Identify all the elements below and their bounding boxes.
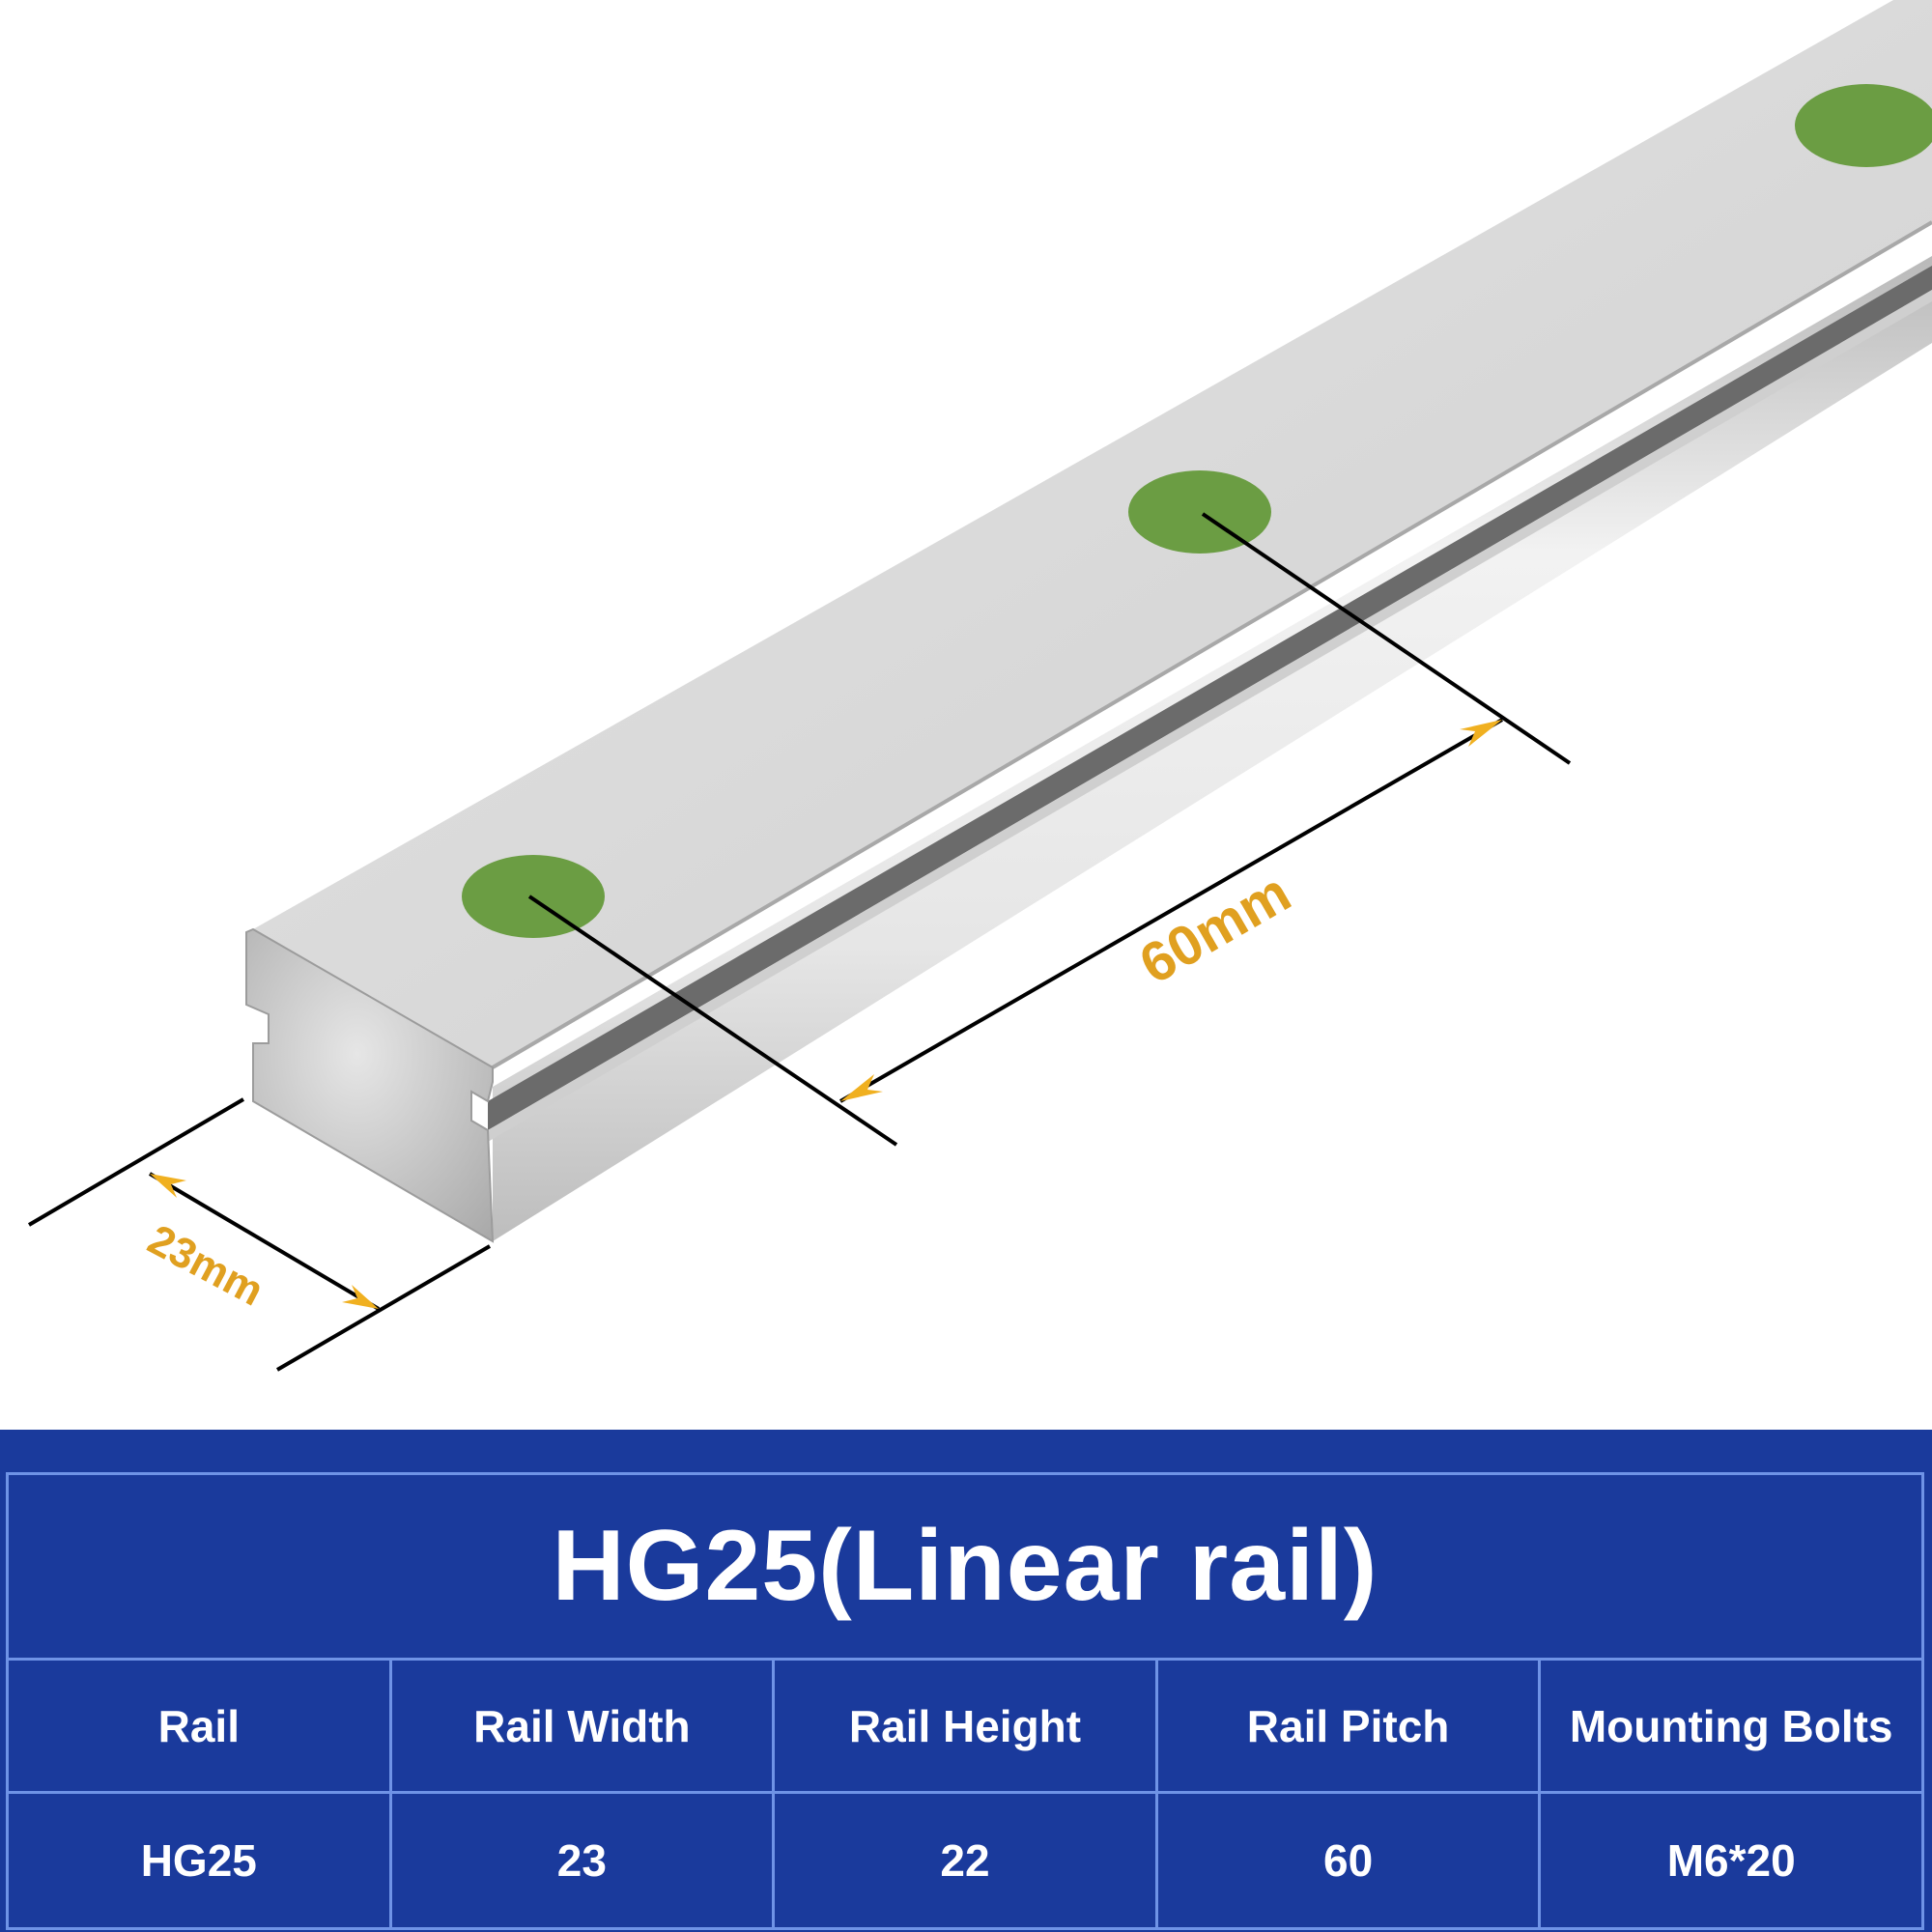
- spec-panel: HG25(Linear rail) Rail Rail Width Rail H…: [0, 1430, 1932, 1932]
- rail-pitch-label: 60mm: [1129, 861, 1301, 996]
- pitch-arrowhead: [1460, 720, 1502, 747]
- pitch-dimension-line: [839, 718, 1503, 1103]
- rail-width-label: 23mm: [140, 1216, 270, 1316]
- pitch-extension-line: [1201, 512, 1572, 765]
- cell-rail-width: 23: [388, 1791, 776, 1930]
- linear-rail-illustration: 60mm 23mm: [27, 0, 1932, 1372]
- header-rail-height: Rail Height: [772, 1658, 1158, 1795]
- width-extension-line: [275, 1244, 492, 1372]
- cell-rail-height: 22: [772, 1791, 1158, 1930]
- header-rail-pitch: Rail Pitch: [1154, 1658, 1542, 1795]
- rail-end-face: [245, 927, 495, 1243]
- table-row: HG25 23 22 60 M6*20: [6, 1791, 1924, 1930]
- mounting-hole: [462, 855, 605, 938]
- rail-top-face: [253, 0, 1932, 1067]
- rail-top-edge: [491, 220, 1932, 1069]
- mounting-hole: [1128, 470, 1271, 554]
- spec-table-header-row: Rail Rail Width Rail Height Rail Pitch M…: [6, 1658, 1924, 1795]
- pitch-extension-line: [527, 895, 898, 1147]
- cell-rail-pitch: 60: [1154, 1791, 1542, 1930]
- width-extension-line: [27, 1097, 245, 1227]
- width-dimension-line: [148, 1172, 381, 1311]
- cell-rail: HG25: [6, 1791, 392, 1930]
- spec-table-title: HG25(Linear rail): [6, 1471, 1924, 1662]
- header-rail-width: Rail Width: [388, 1658, 776, 1795]
- rail-groove: [488, 266, 1932, 1130]
- header-mounting-bolts: Mounting Bolts: [1538, 1658, 1924, 1795]
- rail-groove-highlight: [488, 290, 1932, 1142]
- width-arrowhead: [150, 1174, 186, 1198]
- mounting-hole: [1795, 84, 1932, 167]
- cell-mounting-bolts: M6*20: [1538, 1791, 1924, 1930]
- pitch-arrowhead: [840, 1074, 883, 1101]
- header-rail: Rail: [6, 1658, 392, 1795]
- spec-table: HG25(Linear rail) Rail Rail Width Rail H…: [6, 1471, 1924, 1930]
- width-arrowhead: [342, 1285, 379, 1309]
